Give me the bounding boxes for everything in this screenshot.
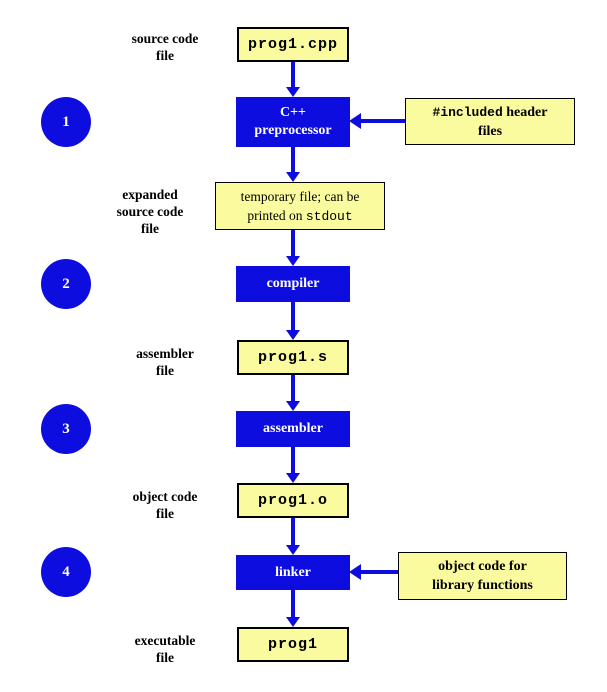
step-circle-4: 4: [41, 547, 91, 597]
label-line: assembler: [136, 346, 194, 361]
label-line: source code: [131, 31, 199, 46]
arrow-line-linker-to-prog1: [291, 590, 295, 618]
note-box-temporary-file: temporary file; can be printed on stdout: [215, 182, 385, 230]
note-line: #included header: [433, 103, 548, 122]
step-number: 1: [62, 113, 70, 130]
label-executable-file: executable file: [105, 632, 225, 666]
step-number: 3: [62, 420, 70, 437]
file-name: prog1.cpp: [247, 36, 338, 53]
label-object-code-file: object code file: [105, 488, 225, 522]
label-line: file: [156, 650, 174, 665]
label-line: object code: [132, 489, 198, 504]
note-text: files: [477, 123, 503, 139]
step-number: 4: [62, 563, 70, 580]
file-name: prog1.o: [257, 492, 328, 509]
arrow-down-icon: [286, 545, 300, 555]
process-name-line: preprocessor: [254, 123, 332, 138]
arrow-down-icon: [286, 256, 300, 266]
note-box-included-headers: #included header files: [405, 98, 575, 145]
arrow-down-icon: [286, 330, 300, 340]
stdout-text: stdout: [305, 208, 353, 224]
step-circle-1: 1: [41, 97, 91, 147]
label-line: executable: [134, 633, 196, 648]
label-source-code-file: source code file: [105, 30, 225, 64]
arrow-left-icon: [349, 564, 361, 580]
file-name: prog1.s: [257, 349, 328, 366]
arrow-down-icon: [286, 172, 300, 182]
note-line: printed on stdout: [247, 206, 352, 226]
arrow-line-compiler-to-progs: [291, 302, 295, 331]
step-circle-2: 2: [41, 259, 91, 309]
label-line: file: [156, 363, 174, 378]
note-box-library-object-code: object code for library functions: [398, 552, 567, 600]
included-directive-text: #included: [432, 104, 503, 120]
label-assembler-file: assembler file: [105, 345, 225, 379]
label-line: expanded: [122, 187, 178, 202]
file-box-prog1: prog1: [237, 627, 349, 662]
file-box-prog1-s: prog1.s: [237, 340, 349, 375]
note-text: header: [502, 104, 548, 120]
label-line: file: [156, 48, 174, 63]
note-text: printed on: [247, 207, 306, 223]
arrow-line-library-to-linker: [360, 570, 398, 574]
arrow-down-icon: [286, 617, 300, 627]
label-line: file: [141, 221, 159, 236]
note-text: temporary file; can be: [240, 188, 360, 204]
arrow-line-preprocessor-to-tempfile: [291, 147, 295, 173]
label-line: source code: [116, 204, 184, 219]
label-line: file: [156, 506, 174, 521]
process-box-assembler: assembler: [236, 411, 350, 447]
label-expanded-source-code-file: expanded source code file: [90, 186, 210, 237]
arrow-down-icon: [286, 401, 300, 411]
step-circle-3: 3: [41, 404, 91, 454]
note-line: temporary file; can be: [241, 187, 360, 206]
step-number: 2: [62, 275, 70, 292]
process-box-compiler: compiler: [236, 266, 350, 302]
process-name-line: C++: [279, 105, 307, 120]
process-name-line: assembler: [263, 421, 323, 436]
arrow-down-icon: [286, 87, 300, 97]
process-name-line: compiler: [266, 276, 320, 291]
process-box-linker: linker: [236, 555, 350, 590]
process-box-preprocessor: C++ preprocessor: [236, 97, 350, 147]
file-box-prog1-cpp: prog1.cpp: [237, 27, 349, 62]
file-name: prog1: [267, 636, 318, 653]
arrow-down-icon: [286, 473, 300, 483]
arrow-left-icon: [349, 113, 361, 129]
file-box-prog1-o: prog1.o: [237, 483, 349, 518]
note-line: files: [478, 122, 502, 141]
arrow-line-assembler-to-progo: [291, 447, 295, 474]
arrow-line-progo-to-linker: [291, 518, 295, 546]
note-line: object code for: [438, 559, 527, 574]
note-line: library functions: [432, 578, 533, 593]
arrow-line-tempfile-to-compiler: [291, 230, 295, 257]
arrow-line-progs-to-assembler: [291, 375, 295, 402]
process-name-line: linker: [275, 564, 311, 580]
arrow-line-headers-to-preprocessor: [360, 119, 405, 123]
arrow-line-cpp-to-preprocessor: [291, 62, 295, 88]
